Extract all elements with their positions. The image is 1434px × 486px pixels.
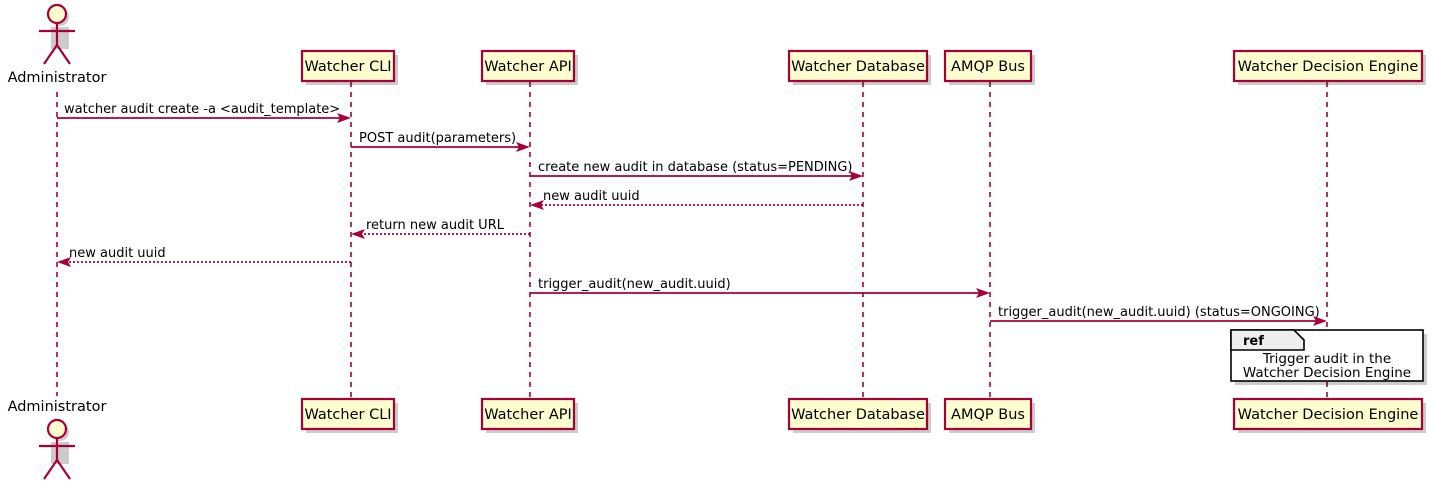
actor-head-icon: [46, 3, 68, 25]
participant-box-watcher-decision-engine-top[interactable]: [1232, 49, 1424, 83]
message-label-2: POST audit(parameters): [359, 131, 516, 146]
ref-fragment-tab-label: ref: [1243, 334, 1264, 349]
participant-box-watcher-decision-engine-bottom[interactable]: [1232, 397, 1424, 431]
participant-label-watcher-api-top: Watcher API: [484, 59, 572, 75]
actor-leg-right-icon: [56, 44, 71, 65]
participant-label-watcher-database-bottom: Watcher Database: [791, 407, 925, 423]
participant-label-watcher-cli-bottom: Watcher CLI: [304, 407, 391, 423]
message-label-3: create new audit in database (status=PEN…: [538, 160, 853, 175]
message-label-5: return new audit URL: [366, 218, 505, 233]
ref-fragment-tab: [1230, 329, 1305, 351]
participant-watcher-cli-bottom[interactable]: Watcher CLI: [300, 397, 398, 433]
participant-label-watcher-decision-engine-bottom: Watcher Decision Engine: [1238, 407, 1419, 423]
message-arrowhead-1: [337, 113, 351, 123]
lifelines: [56, 82, 1328, 398]
message-8: trigger_audit(new_audit.uuid) (status=ON…: [990, 305, 1327, 326]
message-2: POST audit(parameters): [351, 131, 530, 152]
participant-box-watcher-database-top[interactable]: [787, 49, 929, 83]
participant-label-watcher-api-bottom: Watcher API: [484, 407, 572, 423]
message-1: watcher audit create -a <audit_template>: [57, 102, 351, 123]
participant-label-amqp-bus-bottom: AMQP Bus: [951, 407, 1025, 423]
message-5: return new audit URL: [351, 218, 530, 239]
message-arrowhead-6: [57, 257, 71, 267]
participant-box-watcher-api-bottom[interactable]: [480, 397, 576, 431]
message-arrowhead-7: [976, 288, 990, 298]
message-label-4: new audit uuid: [543, 189, 640, 204]
message-label-8: trigger_audit(new_audit.uuid) (status=ON…: [998, 305, 1320, 320]
actor-leg-right-icon: [56, 459, 71, 480]
message-arrowhead-5: [351, 229, 365, 239]
actor-label-administrator-bottom: Administrator: [8, 399, 107, 415]
message-label-1: watcher audit create -a <audit_template>: [64, 102, 340, 117]
participant-watcher-decision-engine-top[interactable]: Watcher Decision Engine: [1232, 49, 1426, 85]
message-arrowhead-2: [516, 142, 530, 152]
message-3: create new audit in database (status=PEN…: [530, 160, 863, 181]
actor-label-administrator-top: Administrator: [8, 70, 107, 86]
actor-administrator-bottom[interactable]: Administrator: [8, 399, 107, 480]
message-arrowhead-8: [1313, 316, 1327, 326]
participant-label-watcher-cli-top: Watcher CLI: [304, 59, 391, 75]
participant-watcher-api-bottom[interactable]: Watcher API: [480, 397, 578, 433]
participant-box-watcher-database-bottom[interactable]: [787, 397, 929, 431]
participant-box-watcher-api-top[interactable]: [480, 49, 576, 83]
message-7: trigger_audit(new_audit.uuid): [530, 277, 990, 298]
participant-label-watcher-decision-engine-top: Watcher Decision Engine: [1238, 59, 1419, 75]
actor-head-icon: [46, 418, 68, 440]
message-4: new audit uuid: [530, 189, 863, 210]
participant-box-watcher-cli-bottom[interactable]: [300, 397, 396, 431]
participant-watcher-database-bottom[interactable]: Watcher Database: [787, 397, 931, 433]
participant-watcher-cli-top[interactable]: Watcher CLI: [300, 49, 398, 85]
actor-administrator-top[interactable]: Administrator: [8, 3, 107, 86]
message-arrowhead-4: [530, 200, 544, 210]
actor-leg-left-icon: [43, 44, 58, 65]
actor-leg-left-icon: [43, 459, 58, 480]
ref-fragment-line-1: Trigger audit in the: [1262, 351, 1391, 367]
participant-box-amqp-bus-top[interactable]: [943, 49, 1033, 83]
participant-box-amqp-bus-bottom[interactable]: [943, 397, 1033, 431]
message-arrowhead-3: [849, 171, 863, 181]
participant-amqp-bus-top[interactable]: AMQP Bus: [943, 49, 1035, 85]
participant-watcher-decision-engine-bottom[interactable]: Watcher Decision Engine: [1232, 397, 1426, 433]
participant-label-watcher-database-top: Watcher Database: [791, 59, 925, 75]
participant-label-amqp-bus-top: AMQP Bus: [951, 59, 1025, 75]
ref-fragment-line-2: Watcher Decision Engine: [1243, 365, 1411, 381]
message-label-6: new audit uuid: [69, 246, 166, 261]
ref-fragment[interactable]: ref Trigger audit in the Watcher Decisio…: [1230, 329, 1427, 385]
participant-watcher-api-top[interactable]: Watcher API: [480, 49, 578, 85]
participant-watcher-database-top[interactable]: Watcher Database: [787, 49, 931, 85]
participant-box-watcher-cli-top[interactable]: [300, 49, 396, 83]
message-label-7: trigger_audit(new_audit.uuid): [538, 277, 731, 292]
participant-amqp-bus-bottom[interactable]: AMQP Bus: [943, 397, 1035, 433]
message-6: new audit uuid: [57, 246, 351, 267]
